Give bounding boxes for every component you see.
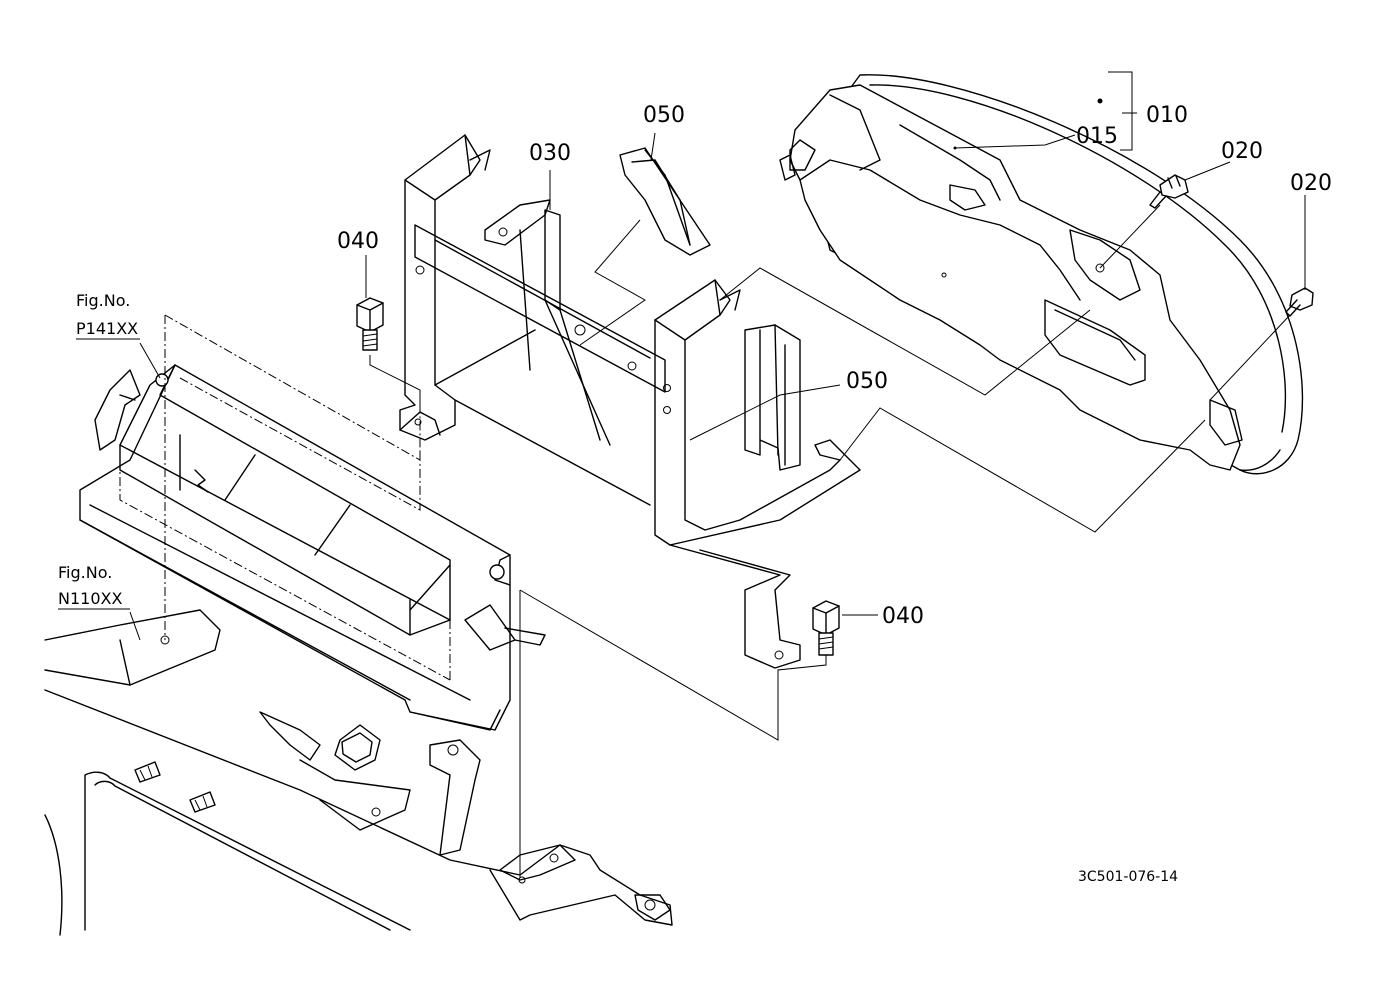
drawing-code: 3C501-076-14	[1078, 869, 1178, 885]
leader-lines	[129, 71, 1306, 878]
fig-reference-n110[interactable]: Fig.No. N110XX	[58, 563, 130, 610]
bolt-040-left[interactable]	[356, 297, 384, 351]
fig-reference-label: Fig.No.	[58, 563, 112, 582]
fig-reference-p141[interactable]: Fig.No. P141XX	[76, 291, 140, 340]
dashed-assembly-lines	[119, 314, 521, 870]
fig-reference-number: N110XX	[58, 589, 122, 608]
mounting-bracket-030[interactable]	[399, 134, 861, 669]
cowl-reference	[44, 609, 673, 936]
callout-040-right: 040	[882, 604, 924, 629]
rubber-pad-050-upper[interactable]	[619, 147, 711, 256]
callout-050-lower: 050	[846, 369, 888, 394]
callout-010: 010	[1146, 103, 1188, 128]
callout-040-left: 040	[337, 229, 379, 254]
screw-020-upper[interactable]	[1149, 174, 1189, 209]
fig-reference-number: P141XX	[76, 319, 138, 338]
dash-panel-reference	[79, 364, 546, 731]
rubber-pad-050-lower[interactable]	[744, 324, 801, 471]
callout-015: 015	[1076, 124, 1118, 149]
fig-reference-label: Fig.No.	[76, 291, 130, 310]
callout-020-upper: 020	[1221, 139, 1263, 164]
callout-050-upper: 050	[643, 103, 685, 128]
callout-020-right: 020	[1290, 171, 1332, 196]
instrument-panel-part[interactable]	[779, 74, 1304, 475]
screw-020-right[interactable]	[1285, 287, 1314, 317]
bolt-040-right[interactable]	[812, 600, 840, 656]
callout-030: 030	[529, 141, 571, 166]
